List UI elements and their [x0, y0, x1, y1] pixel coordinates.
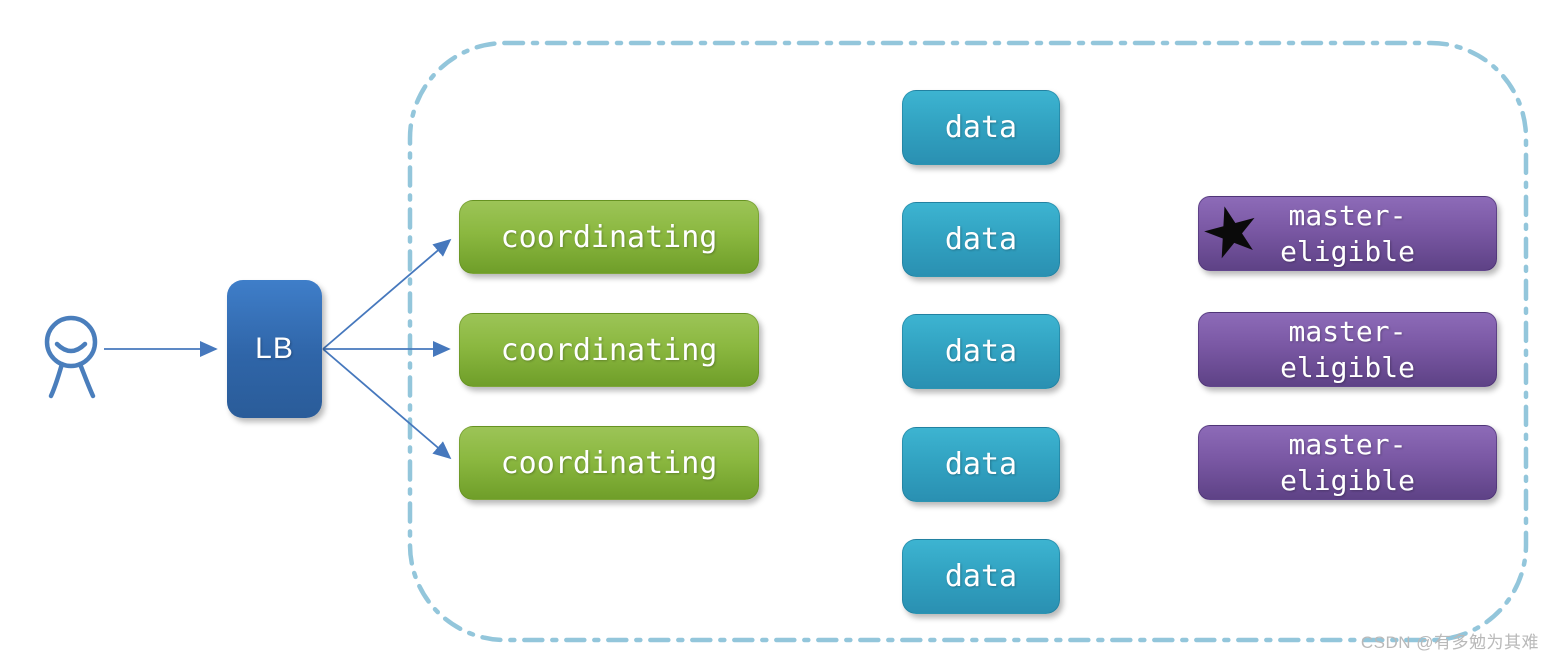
- arrow-lb-to-coordinating-3: [322, 348, 452, 460]
- master-node-label-line1: master-: [1288, 314, 1407, 348]
- coordinating-node-3: coordinating: [459, 426, 759, 500]
- data-node-2: data: [902, 202, 1060, 277]
- csdn-watermark: CSDN @有多勉为其难: [1360, 633, 1539, 652]
- master-eligible-node-2: master- eligible: [1198, 312, 1497, 387]
- data-node-label: data: [944, 334, 1018, 369]
- user-icon: [44, 315, 98, 399]
- coordinating-node-2: coordinating: [459, 313, 759, 387]
- master-node-label-line2: eligible: [1280, 350, 1415, 384]
- master-eligible-node-3: master- eligible: [1198, 425, 1497, 500]
- coordinating-node-label: coordinating: [500, 219, 718, 255]
- master-node-label-line2: eligible: [1280, 234, 1415, 268]
- data-node-4: data: [902, 427, 1060, 502]
- coordinating-node-1: coordinating: [459, 200, 759, 274]
- data-node-label: data: [944, 222, 1018, 257]
- coordinating-node-label: coordinating: [500, 332, 718, 368]
- data-node-1: data: [902, 90, 1060, 165]
- master-node-label-line1: master-: [1288, 198, 1407, 232]
- elected-master-star-icon: ★: [1191, 185, 1272, 278]
- data-node-label: data: [944, 559, 1018, 594]
- master-node-label-line2: eligible: [1280, 463, 1415, 497]
- data-node-5: data: [902, 539, 1060, 614]
- data-node-3: data: [902, 314, 1060, 389]
- data-node-label: data: [944, 110, 1018, 145]
- master-node-label-line1: master-: [1288, 427, 1407, 461]
- arrow-lb-to-coordinating-1: [322, 238, 452, 350]
- master-eligible-node-1: ★ master- eligible: [1192, 186, 1497, 278]
- data-node-label: data: [944, 447, 1018, 482]
- coordinating-node-label: coordinating: [500, 445, 718, 481]
- load-balancer-node: LB: [227, 280, 322, 418]
- load-balancer-label: LB: [255, 332, 294, 365]
